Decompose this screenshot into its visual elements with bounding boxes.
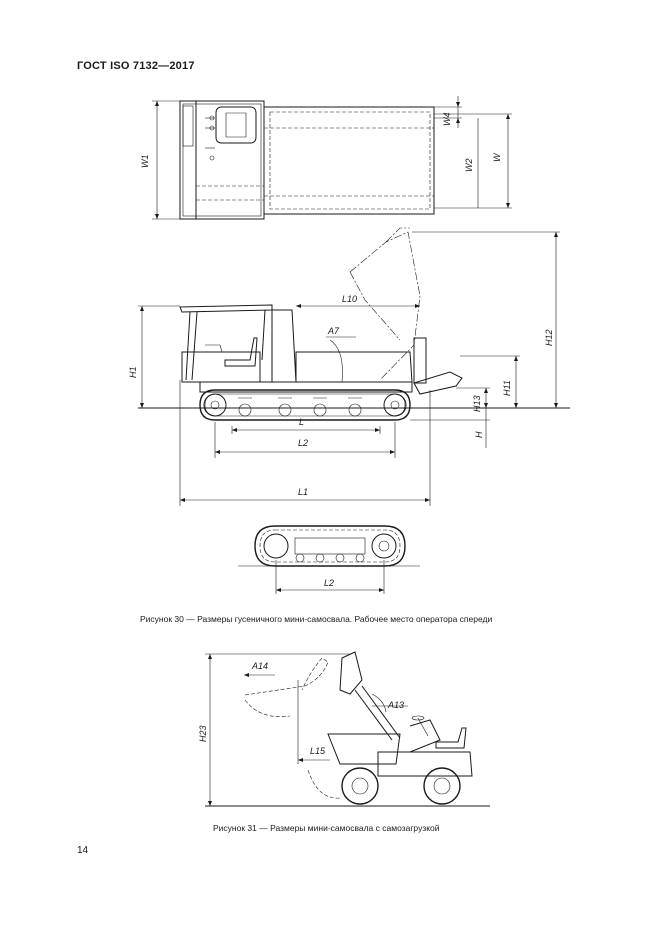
dimension-labels: W1 W4 W2 W L10 A7 H1 H12 H11 H13 H L L2 … <box>128 113 554 757</box>
document-header: ГОСТ ISO 7132—2017 <box>77 60 195 72</box>
self-loading-dumper-drawing <box>205 651 490 807</box>
page-number: 14 <box>77 845 89 856</box>
dim-h12-label: H12 <box>544 329 554 346</box>
side-view-drawing <box>138 227 570 506</box>
dim-h1-label: H1 <box>128 366 138 378</box>
dim-l2-track-label: L2 <box>324 578 334 588</box>
dim-l2-label: L2 <box>298 438 308 448</box>
figure-31-caption: Рисунок 31 — Размеры мини-самосвала с са… <box>213 823 440 833</box>
dim-l15-label: L15 <box>310 746 326 756</box>
dim-a13-label: A13 <box>387 700 404 710</box>
dim-w1-label: W1 <box>140 155 150 169</box>
dim-l1-label: L1 <box>298 487 308 497</box>
dim-h-label: H <box>474 431 484 438</box>
top-view-drawing <box>152 96 512 220</box>
dim-l-label: L <box>299 417 304 427</box>
dim-l10-label: L10 <box>342 294 357 304</box>
dim-a7-label: A7 <box>327 326 340 336</box>
dim-h13-label: H13 <box>472 395 482 412</box>
track-detail-drawing <box>238 525 420 594</box>
dim-a14-label: A14 <box>251 661 268 671</box>
figure-30-caption: Рисунок 30 — Размеры гусеничного мини-са… <box>140 614 493 624</box>
dim-h23-label: H23 <box>198 725 208 742</box>
dim-w4-label: W4 <box>442 113 452 127</box>
dim-w2-label: W2 <box>464 159 474 173</box>
dim-w-label: W <box>492 152 502 162</box>
dim-h11-label: H11 <box>502 380 512 396</box>
